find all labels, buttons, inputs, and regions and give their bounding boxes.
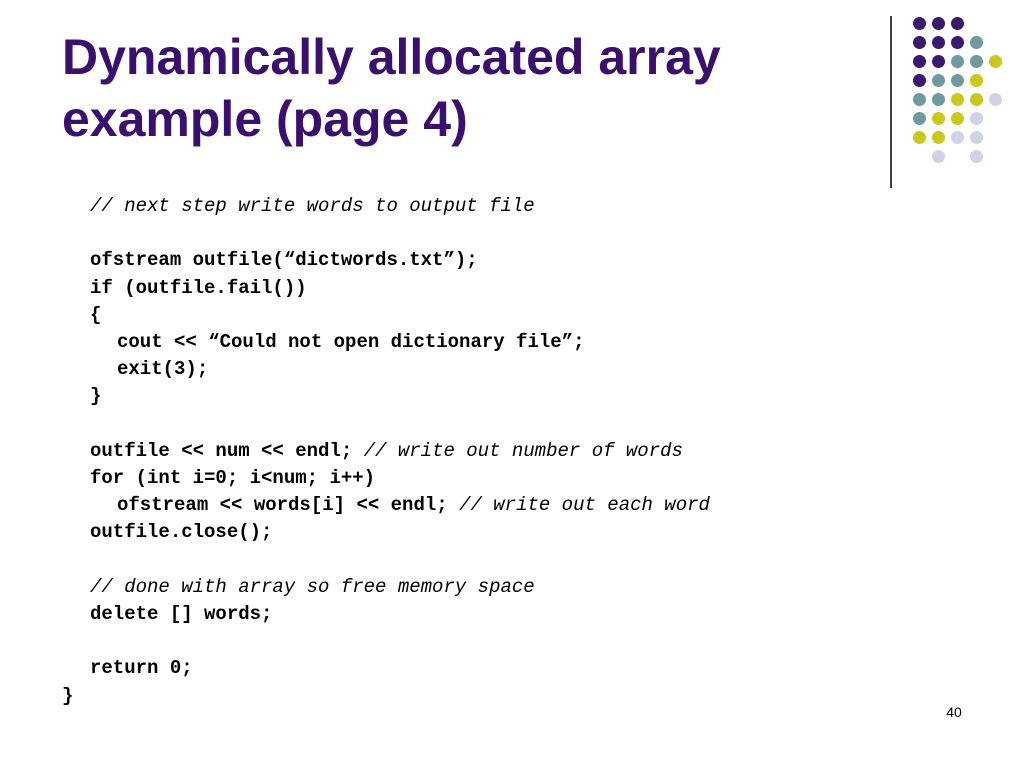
code-comment: // write out number of words [363,440,683,462]
code-statement: } [62,685,74,707]
code-line: return 0; [90,655,193,682]
decorative-dot [970,112,983,125]
decorative-dot [970,150,983,163]
decorative-dot [970,131,983,144]
decorative-dot [989,93,1002,106]
decorative-dot [913,74,926,87]
decorative-dot [970,36,983,49]
code-line: if (outfile.fail()) [90,275,307,302]
code-line: { [90,302,101,329]
decorative-dot [932,150,945,163]
decorative-dot [913,112,926,125]
decorative-dot [913,17,926,30]
code-statement: outfile << num << endl; [90,440,353,462]
code-line: } [62,683,73,710]
decorative-dot [951,17,964,30]
decorative-dot [951,131,964,144]
code-statement: if (outfile.fail()) [90,277,307,299]
decorative-dot [951,93,964,106]
decorative-dot [932,131,945,144]
code-comment: // done with array so free memory space [90,576,535,598]
code-line: ofstream outfile(“dictwords.txt”); [90,247,478,274]
slide-title-line-1: Dynamically allocated array [62,29,721,85]
code-line: // next step write words to output file [90,193,535,220]
code-statement: exit(3); [117,358,209,380]
decorative-dot [932,36,945,49]
code-statement: for (int i=0; i<num; i++) [90,467,376,489]
decorative-dot [913,93,926,106]
code-statement: ofstream outfile(“dictwords.txt”); [90,249,478,271]
code-line: // done with array so free memory space [90,574,535,601]
code-line: cout << “Could not open dictionary file”… [117,329,584,356]
code-statement: ofstream << words[i] << endl; [117,494,448,516]
code-line: exit(3); [117,356,208,383]
decorative-dot [932,55,945,68]
decorative-dot [951,55,964,68]
decorative-dot [970,93,983,106]
decorative-dot [970,55,983,68]
code-line: for (int i=0; i<num; i++) [90,465,375,492]
code-line: delete [] words; [90,601,272,628]
code-line: } [90,383,101,410]
code-comment: // write out each word [459,494,710,516]
slide-title: Dynamically allocated array example (pag… [62,26,862,150]
code-statement: return 0; [90,657,193,679]
code-statement: { [90,304,102,326]
code-line: outfile.close(); [90,519,272,546]
decorative-dot [932,93,945,106]
decorative-dot [989,55,1002,68]
code-statement: } [90,385,102,407]
code-statement: cout << “Could not open dictionary file”… [117,331,585,353]
decorative-dot [932,74,945,87]
decorative-dot [932,17,945,30]
title-divider [890,16,892,188]
code-comment: // next step write words to output file [90,195,535,217]
decorative-dot [951,112,964,125]
decorative-dot [951,36,964,49]
decorative-dot [913,55,926,68]
decorative-dot [913,131,926,144]
decorative-dot [913,36,926,49]
code-statement: delete [] words; [90,603,273,625]
code-line: ofstream << words[i] << endl; // write o… [117,492,710,519]
code-statement: outfile.close(); [90,521,273,543]
code-line: outfile << num << endl; // write out num… [90,438,683,465]
decorative-dot [932,112,945,125]
page-number: 40 [946,704,962,720]
decorative-dot [970,74,983,87]
slide-title-line-2: example (page 4) [62,91,468,147]
decorative-dot [951,74,964,87]
